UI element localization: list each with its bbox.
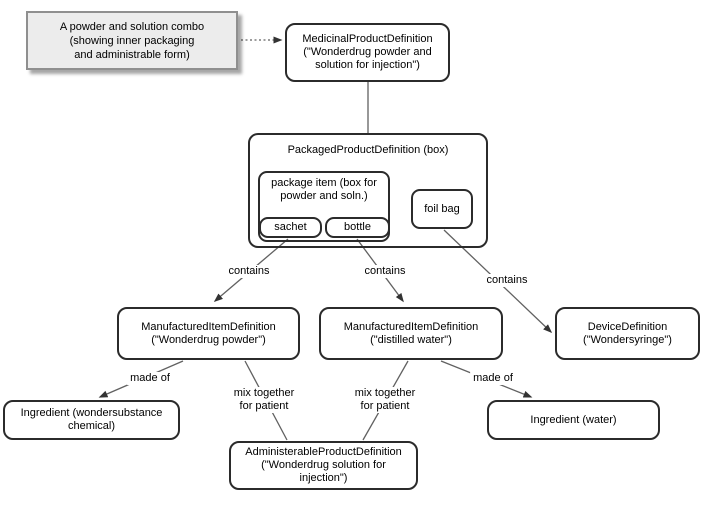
node-medicinal-product-definition: MedicinalProductDefinition ("Wonderdrug …: [285, 23, 450, 82]
edge-label-made-of-water: made of: [470, 372, 516, 385]
node-manufactured-item-powder-label: ManufacturedItemDefinition ("Wonderdrug …: [141, 320, 276, 346]
node-manufactured-item-water-label: ManufacturedItemDefinition ("distilled w…: [343, 320, 479, 346]
node-ingredient-chemical-label: Ingredient (wondersubstance chemical): [20, 407, 163, 432]
node-ingredient-water: Ingredient (water): [487, 400, 660, 440]
edge-label-contains-foil-bag: contains: [483, 274, 531, 287]
node-sachet: sachet: [259, 217, 322, 238]
node-bottle-label: bottle: [344, 221, 371, 233]
node-ingredient-chemical: Ingredient (wondersubstance chemical): [3, 400, 180, 440]
edge-label-made-of-powder: made of: [127, 372, 173, 385]
annotation-note-text: A powder and solution combo (showing inn…: [59, 20, 205, 61]
node-package-item-label: package item (box for powder and soln.): [271, 177, 377, 202]
edge-label-mix-together-water: mix together for patient: [351, 387, 419, 413]
node-packaged-product-definition-label: PackagedProductDefinition (box): [287, 144, 449, 156]
edge-label-contains-bottle: contains: [361, 265, 409, 278]
node-foil-bag: foil bag: [411, 189, 473, 229]
node-packaged-product-definition: PackagedProductDefinition (box): [248, 133, 488, 248]
node-administerable-product-definition: AdministerableProductDefinition ("Wonder…: [229, 441, 418, 490]
node-manufactured-item-water: ManufacturedItemDefinition ("distilled w…: [319, 307, 503, 360]
annotation-note: A powder and solution combo (showing inn…: [26, 11, 238, 70]
node-foil-bag-label: foil bag: [424, 202, 460, 215]
node-manufactured-item-powder: ManufacturedItemDefinition ("Wonderdrug …: [117, 307, 300, 360]
node-medicinal-product-definition-label: MedicinalProductDefinition ("Wonderdrug …: [302, 33, 433, 71]
node-bottle: bottle: [325, 217, 390, 238]
node-administerable-product-definition-label: AdministerableProductDefinition ("Wonder…: [245, 446, 402, 484]
node-ingredient-water-label: Ingredient (water): [530, 413, 617, 426]
edge-label-contains-sachet: contains: [225, 265, 273, 278]
node-device-definition: DeviceDefinition ("Wondersyringe"): [555, 307, 700, 360]
node-sachet-label: sachet: [274, 221, 307, 233]
node-package-item: package item (box for powder and soln.): [258, 171, 390, 242]
edge-label-mix-together-powder: mix together for patient: [230, 387, 298, 413]
node-device-definition-label: DeviceDefinition ("Wondersyringe"): [583, 320, 672, 346]
